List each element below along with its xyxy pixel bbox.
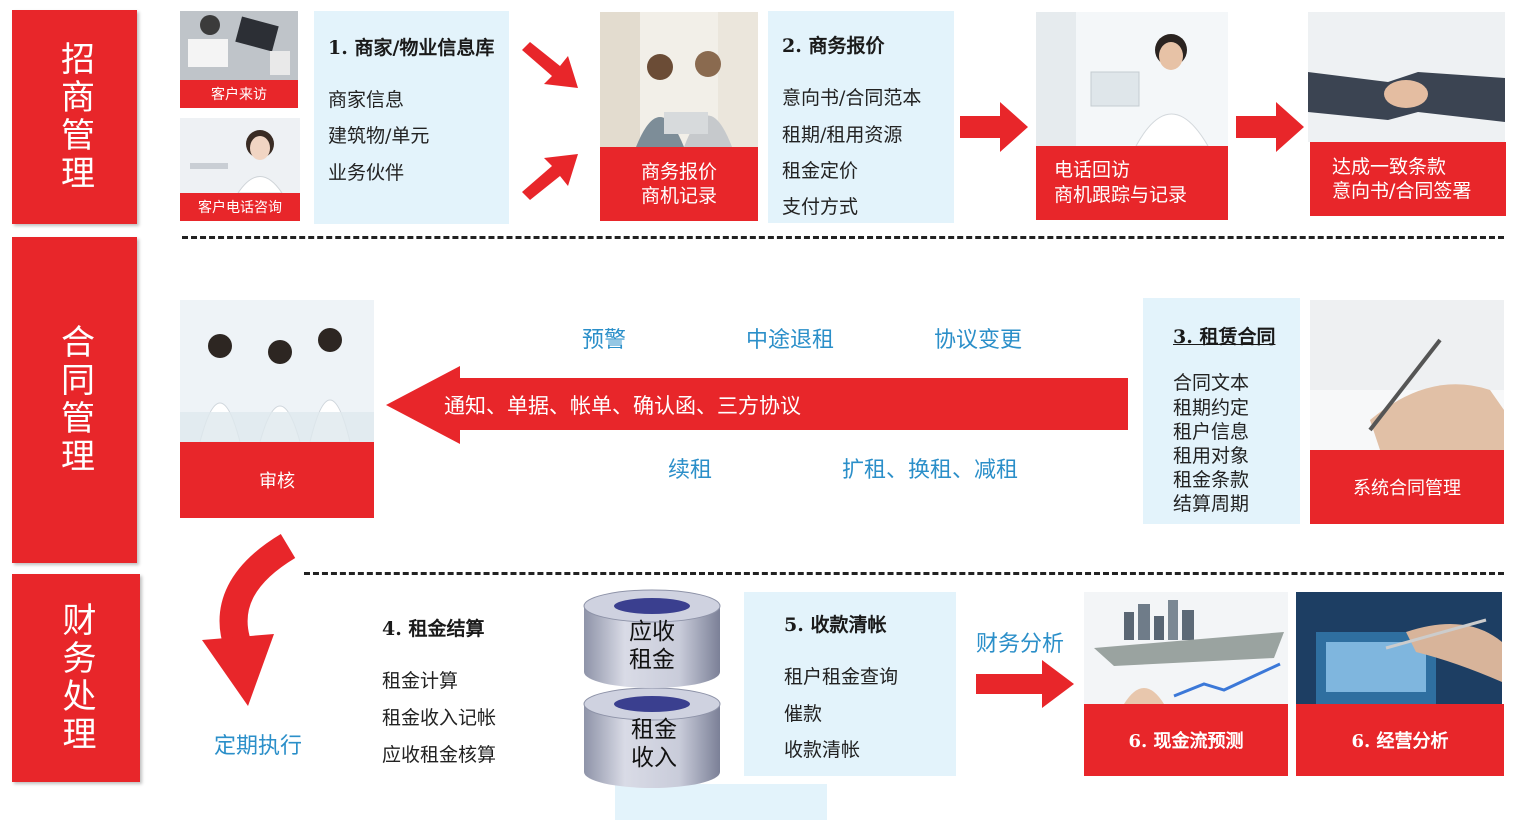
box4-item: 应收租金核算 — [382, 744, 497, 766]
box3-item: 租户信息 — [1173, 421, 1250, 443]
box5-item: 收款清帐 — [784, 739, 861, 761]
box2-item: 意向书/合同范本 — [782, 87, 922, 109]
sidebar-finance-processing: 财务处理 — [12, 574, 140, 782]
operation-analysis-photo — [1296, 592, 1502, 704]
phone-followup-caption: 电话回访 商机跟踪与记录 — [1036, 146, 1228, 220]
label-agreement-change: 协议变更 — [934, 328, 1023, 353]
label-early-termination: 中途退租 — [746, 328, 835, 353]
lease-contract-box: 3. 租赁合同 合同文本 租期约定 租户信息 租用对象 租金条款 结算周期 — [1143, 298, 1300, 524]
box4-item: 租金收入记帐 — [382, 707, 497, 729]
business-quote-caption-line: 商务报价 — [640, 161, 717, 183]
review-lab-photo — [180, 300, 374, 442]
rent-settlement-title: 4. 租金结算 — [382, 618, 485, 640]
agreement-caption: 达成一致条款 意向书/合同签署 — [1310, 142, 1506, 216]
section-divider — [304, 572, 1504, 575]
box1-item: 商家信息 — [328, 89, 405, 111]
cylinder-label-line: 租金 — [631, 717, 677, 743]
payment-clearing-title: 5. 收款清帐 — [784, 614, 887, 636]
box3-item: 结算周期 — [1173, 493, 1250, 515]
sidebar-contract-management: 合同管理 — [12, 237, 137, 563]
box2-item: 租期/租用资源 — [782, 124, 903, 146]
receivable-rent-label: 应收 租金 — [612, 618, 692, 674]
notification-documents-text: 通知、单据、帐单、确认函、三方协议 — [444, 394, 801, 418]
contract-signing-photo — [1310, 300, 1504, 450]
box3-item: 合同文本 — [1173, 372, 1250, 394]
box2-item: 支付方式 — [782, 196, 859, 218]
box3-item: 租期约定 — [1173, 397, 1250, 419]
customer-visit-photo — [180, 11, 298, 81]
arrow-up-right-icon — [522, 154, 578, 200]
handshake-photo — [1308, 12, 1505, 142]
cashflow-forecast-caption: 6. 现金流预测 — [1084, 704, 1288, 776]
box5-item: 租户租金查询 — [784, 666, 899, 688]
operation-analysis-caption: 6. 经营分析 — [1296, 704, 1504, 776]
review-caption: 审核 — [180, 442, 374, 518]
phone-followup-caption-line: 电话回访 — [1054, 159, 1131, 181]
database-cylinder-shadow — [615, 784, 827, 820]
arrow-down-right-icon — [522, 42, 578, 88]
lease-contract-title: 3. 租赁合同 — [1173, 326, 1276, 348]
box1-item: 业务伙伴 — [328, 162, 405, 184]
curved-arrow-down-icon — [202, 533, 296, 706]
box3-item: 租用对象 — [1173, 445, 1250, 467]
merchant-property-database-title: 1. 商家/物业信息库 — [328, 37, 495, 59]
agreement-caption-line: 达成一致条款 — [1332, 156, 1447, 178]
business-quote-caption: 商务报价 商机记录 — [600, 147, 758, 221]
business-quote-photo — [600, 12, 758, 147]
cylinder-label-line: 租金 — [629, 647, 675, 673]
big-arrow-left-icon — [386, 366, 1128, 444]
cylinder-label-line: 收入 — [631, 745, 677, 771]
database-cylinder-icon — [583, 589, 721, 788]
business-quote-title: 2. 商务报价 — [782, 35, 885, 57]
business-quote-box: 2. 商务报价 意向书/合同范本 租期/租用资源 租金定价 支付方式 — [768, 11, 954, 223]
arrow-right-icon — [1236, 102, 1304, 152]
business-quote-caption-line: 商机记录 — [640, 185, 717, 207]
box3-item: 租金条款 — [1173, 469, 1250, 491]
label-lease-renewal: 续租 — [668, 458, 713, 483]
customer-visit-caption: 客户来访 — [180, 80, 298, 108]
cylinder-label-line: 应收 — [629, 619, 675, 645]
system-contract-caption: 系统合同管理 — [1310, 450, 1504, 524]
label-warning: 预警 — [582, 328, 627, 353]
agreement-caption-line: 意向书/合同签署 — [1332, 180, 1472, 202]
payment-clearing-box: 5. 收款清帐 租户租金查询 催款 收款清帐 — [744, 592, 956, 776]
arrow-right-icon — [960, 102, 1028, 152]
label-expand-change-reduce: 扩租、换租、减租 — [842, 458, 1019, 483]
customer-phone-caption: 客户电话咨询 — [180, 193, 300, 221]
sidebar-recruit-management: 招商管理 — [12, 10, 137, 224]
arrow-right-icon — [976, 660, 1074, 708]
periodic-execution-text: 定期执行 — [214, 734, 303, 759]
box5-item: 催款 — [784, 703, 823, 725]
phone-followup-caption-line: 商机跟踪与记录 — [1054, 184, 1188, 206]
box4-item: 租金计算 — [382, 670, 459, 692]
section-divider — [182, 236, 1504, 239]
box2-item: 租金定价 — [782, 160, 859, 182]
rent-income-label: 租金 收入 — [614, 716, 694, 772]
phone-followup-photo — [1036, 12, 1228, 146]
cashflow-forecast-photo — [1084, 592, 1288, 704]
box1-item: 建筑物/单元 — [328, 125, 430, 147]
customer-phone-photo — [180, 118, 300, 193]
financial-analysis-text: 财务分析 — [976, 632, 1065, 657]
merchant-property-database-box: 1. 商家/物业信息库 商家信息 建筑物/单元 业务伙伴 — [314, 11, 509, 224]
